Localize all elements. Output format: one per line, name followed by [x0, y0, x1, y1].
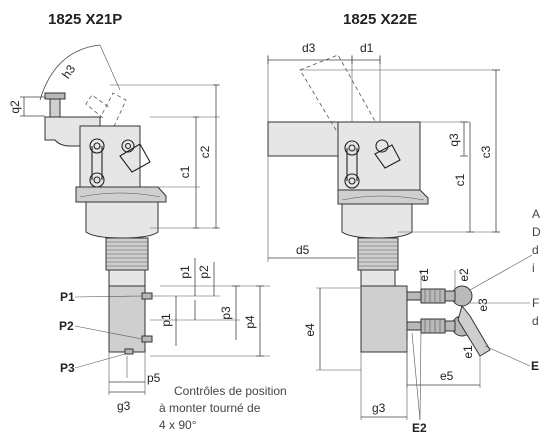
- port-label-e2: E2: [412, 421, 427, 435]
- dim-left-p2: p2: [197, 265, 211, 279]
- dim-left-p3: p3: [219, 306, 233, 320]
- note-line-2: à monter tourné de: [159, 401, 261, 415]
- cut-text-2: D: [532, 225, 541, 239]
- port-label-p1: P1: [60, 290, 75, 304]
- dim-right-c1: c1: [453, 173, 467, 186]
- note-line-1: Contrôles de position: [174, 384, 287, 398]
- cut-off-annotation: A D d i F d E: [469, 207, 541, 373]
- cut-text-6: d: [532, 314, 539, 328]
- left-bottom-block: [108, 285, 146, 353]
- cut-text-4: i: [532, 261, 535, 275]
- mounting-note: Contrôles de position à monter tourné de…: [159, 384, 287, 432]
- dim-right-g3: g3: [372, 401, 386, 415]
- right-fittings: [406, 285, 491, 357]
- left-flange: [75, 186, 167, 203]
- note-line-3: 4 x 90°: [159, 418, 197, 432]
- left-upper-body: [79, 125, 141, 188]
- port-label-p3: P3: [60, 361, 75, 375]
- dim-right-c3: c3: [479, 145, 493, 158]
- dim-left-p1-lower: p1: [159, 313, 173, 327]
- dim-left-h3-arc: [39, 44, 101, 101]
- dim-right-e1-lower: e1: [461, 345, 475, 359]
- title-1825x22e: 1825 X22E: [343, 11, 417, 28]
- dim-left-g3: g3: [117, 399, 131, 413]
- dim-left-c1: c1: [178, 165, 192, 178]
- dim-right-e5: e5: [440, 369, 454, 383]
- right-housing: [341, 203, 413, 239]
- dim-left-p4: p4: [243, 315, 257, 329]
- dim-right-e1: e1: [417, 268, 431, 282]
- cut-text-3: d: [532, 243, 539, 257]
- right-bottom-block: [360, 285, 408, 353]
- right-clamp-drawing: d3 d1 q3 c1 c3 d5 e4 e1 e2 e3 e1 e5 g3 E…: [267, 41, 500, 435]
- dim-left-q2: q2: [8, 100, 22, 114]
- dim-left-h3: h3: [59, 62, 78, 81]
- right-upper-body: [337, 121, 421, 191]
- left-thread: [105, 237, 149, 287]
- cut-text-5: F: [532, 296, 539, 310]
- right-flange: [337, 189, 429, 205]
- dim-right-d3: d3: [302, 41, 316, 55]
- dim-right-e4: e4: [303, 323, 317, 337]
- dim-right-e3: e3: [476, 298, 490, 312]
- dim-right-d1: d1: [360, 41, 374, 55]
- dim-left-c2: c2: [198, 145, 212, 158]
- right-thread: [357, 237, 399, 287]
- dim-left-p5: p5: [147, 371, 161, 385]
- dim-left-p1: p1: [178, 265, 192, 279]
- dim-right-d5: d5: [296, 243, 310, 257]
- left-housing: [85, 201, 159, 239]
- cut-text-1: A: [532, 207, 540, 221]
- port-label-p2: P2: [59, 319, 74, 333]
- left-clamp-screw: [49, 96, 61, 118]
- left-clamp-drawing: c1 c2 h3 q2 p1 p2 p1 p3 p4 p5 g3 P1 P2 P…: [8, 44, 270, 413]
- dim-right-q3: q3: [447, 133, 461, 147]
- dim-right-e2: e2: [457, 268, 471, 282]
- port-label-e: E: [531, 359, 539, 373]
- title-1825x21p: 1825 X21P: [48, 11, 122, 28]
